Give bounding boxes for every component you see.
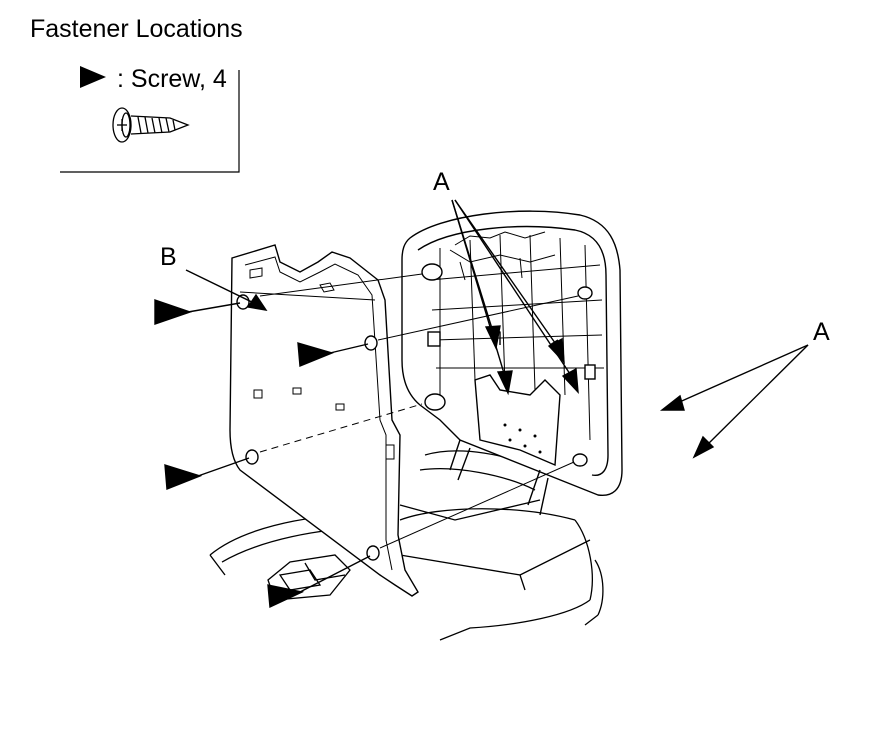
screw-arrow-icon: [154, 299, 193, 325]
armrest-lid: [401, 210, 623, 516]
screw-arrow-icon: [267, 584, 305, 609]
screw-arrow-icon: [164, 464, 203, 490]
callout-b: B: [160, 243, 177, 271]
callout-b-leader: [185, 269, 268, 311]
legend-box: [60, 70, 240, 173]
console-body: [209, 450, 604, 641]
legend-text: : Screw, 4: [117, 65, 227, 93]
legend-screw-arrow-icon: [80, 66, 106, 88]
alignment-lines: [259, 273, 579, 549]
callout-a-top-leaders: [451, 199, 579, 396]
callout-a-top: A: [433, 168, 450, 196]
back-cover-panel: [229, 244, 419, 597]
screw-icon: [112, 107, 190, 143]
screw-arrow-icon: [297, 342, 335, 368]
screw-arrow-icons: [154, 299, 371, 609]
callout-a-right-leaders: [659, 344, 809, 459]
callout-a-right: A: [813, 318, 830, 346]
page-title: Fastener Locations: [30, 15, 243, 43]
